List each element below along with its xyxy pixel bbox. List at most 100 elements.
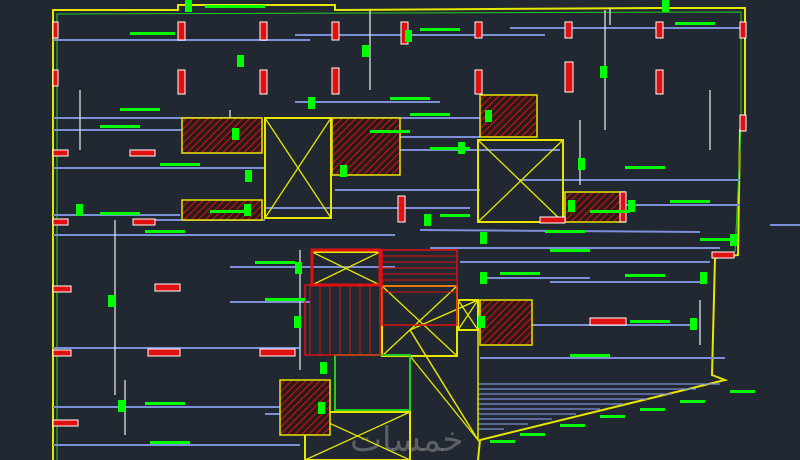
annotation-label xyxy=(670,200,710,203)
column-marker xyxy=(259,348,296,357)
annotation-label xyxy=(730,390,755,393)
annotation-label xyxy=(570,354,610,357)
annotation-tag xyxy=(108,295,115,307)
annotation-label xyxy=(210,210,250,213)
annotation-label xyxy=(205,5,265,8)
hatched-column xyxy=(479,299,533,346)
shaft-cross xyxy=(457,299,479,331)
annotation-label xyxy=(420,28,460,31)
annotation-label xyxy=(590,210,630,213)
annotation-label xyxy=(700,238,730,241)
column-marker xyxy=(564,21,573,39)
annotation-label xyxy=(675,22,715,25)
annotation-tag xyxy=(690,318,697,330)
annotation-tag xyxy=(480,232,487,244)
column-marker xyxy=(619,191,627,223)
column-marker xyxy=(259,21,268,41)
annotation-tag xyxy=(245,170,252,182)
column-marker xyxy=(52,69,59,87)
column-marker xyxy=(52,285,72,293)
annotation-label xyxy=(600,415,625,418)
annotation-tag xyxy=(568,200,575,212)
column-marker xyxy=(539,216,566,224)
annotation-tag xyxy=(118,400,125,412)
shaft-cross xyxy=(304,411,411,460)
annotation-tag xyxy=(320,362,327,374)
annotation-label xyxy=(500,272,540,275)
annotation-tag xyxy=(340,165,347,177)
column-marker xyxy=(177,21,186,41)
annotation-tag xyxy=(76,204,83,216)
void-cross xyxy=(409,355,479,441)
column-marker xyxy=(739,114,747,132)
inner-wall xyxy=(56,11,742,460)
annotation-tag xyxy=(185,0,192,12)
column-marker xyxy=(52,149,69,157)
annotation-label xyxy=(160,163,200,166)
annotation-label xyxy=(640,408,665,411)
column-marker xyxy=(259,69,268,95)
annotation-label xyxy=(630,320,670,323)
column-marker xyxy=(397,195,406,223)
annotation-label xyxy=(370,130,410,133)
annotation-tag xyxy=(578,158,585,170)
annotation-label xyxy=(150,441,190,444)
void-outline xyxy=(409,298,479,443)
stair-flight xyxy=(381,249,458,326)
column-marker xyxy=(132,218,156,226)
shaft-box xyxy=(264,117,332,219)
annotation-label xyxy=(255,261,295,264)
room-outline xyxy=(334,354,411,411)
annotation-label xyxy=(625,274,665,277)
column-marker xyxy=(129,149,156,157)
annotation-tag xyxy=(458,142,465,154)
annotation-label xyxy=(680,400,705,403)
column-marker xyxy=(331,67,340,95)
column-marker xyxy=(711,251,735,259)
annotation-tag xyxy=(662,0,669,12)
annotation-label xyxy=(120,108,160,111)
hatched-column xyxy=(181,117,263,154)
column-marker xyxy=(474,21,483,39)
annotation-tag xyxy=(628,200,635,212)
column-marker xyxy=(147,348,181,357)
annotation-label xyxy=(390,97,430,100)
annotation-label xyxy=(550,249,590,252)
column-marker xyxy=(52,218,69,226)
annotation-tag xyxy=(600,66,607,78)
stair-flight xyxy=(304,284,381,356)
annotation-tag xyxy=(294,316,301,328)
column-marker xyxy=(331,21,340,41)
annotation-tag xyxy=(318,402,325,414)
column-marker xyxy=(52,419,79,427)
column-marker xyxy=(589,317,627,326)
annotation-tag xyxy=(308,97,315,109)
annotation-tag xyxy=(405,30,412,42)
annotation-tag xyxy=(362,45,369,57)
column-marker xyxy=(154,283,181,292)
column-marker xyxy=(655,21,664,39)
annotation-tag xyxy=(232,128,239,140)
column-marker xyxy=(655,69,664,95)
annotation-label xyxy=(145,230,185,233)
column-marker xyxy=(52,21,59,39)
annotation-label xyxy=(410,113,450,116)
annotation-label xyxy=(490,440,515,443)
watermark: خمسات xyxy=(350,420,464,460)
annotation-tag xyxy=(424,214,431,226)
shaft-cross xyxy=(381,285,458,357)
shaft-box xyxy=(477,139,564,223)
annotation-tag xyxy=(295,262,302,274)
annotation-tag xyxy=(485,110,492,122)
annotation-label xyxy=(100,212,140,215)
annotation-label xyxy=(265,298,305,301)
annotation-label xyxy=(145,402,185,405)
shaft-cross xyxy=(477,139,564,223)
annotation-label xyxy=(440,214,470,217)
column-marker xyxy=(474,69,483,95)
outer-wall xyxy=(52,4,746,460)
annotation-label xyxy=(560,424,585,427)
column-marker xyxy=(177,69,186,95)
annotation-label xyxy=(545,230,585,233)
